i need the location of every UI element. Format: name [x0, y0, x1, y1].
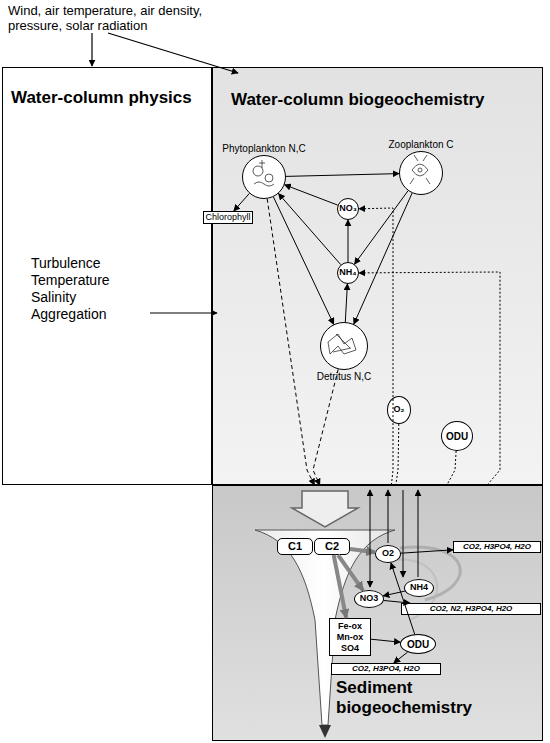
plankton-circle: Phytoplankton N,C	[242, 155, 286, 199]
node-text: CO2, N2, H3PO4, H2O	[430, 605, 513, 614]
node-text: ODU	[407, 639, 429, 650]
physics-panel: Water-column physicsTurbulenceTemperatur…	[2, 67, 212, 485]
biogeochemistry-panel: Water-column biogeochemistryPhytoplankto…	[212, 67, 543, 485]
node-text: NO₃	[339, 204, 357, 214]
species-ellipse: NH4	[404, 579, 434, 597]
node-text: Temperature	[31, 272, 110, 289]
node-text: Phytoplankton N,C	[222, 143, 305, 154]
plankton-circle: Zooplankton C	[399, 151, 443, 195]
species-ellipse: NO3	[354, 590, 384, 608]
node-text: ODU	[446, 431, 468, 442]
node-text: NO3	[360, 594, 379, 604]
node-text: O₂	[394, 405, 405, 415]
node-text: Water-column biogeochemistry	[231, 90, 484, 110]
nutrient-circle: NH₄	[337, 262, 359, 284]
carbon-pool: C1	[277, 538, 313, 555]
pigment-box: Chlorophyll	[203, 211, 253, 224]
node-text: Fe-ox Mn-ox SO4	[330, 621, 370, 654]
odu-circle: ODU	[441, 421, 473, 451]
product-box: CO2, H3PO4, H2O	[453, 541, 541, 553]
node-text: Salinity	[31, 289, 76, 306]
nutrient-circle: NO₃	[337, 198, 359, 220]
node-text: CO2, H3PO4, H2O	[463, 543, 531, 552]
node-text: Detritus N,C	[317, 371, 371, 382]
oxygen-circle: O₂	[387, 396, 411, 424]
node-text: Zooplankton C	[388, 139, 453, 150]
node-text: C1	[288, 540, 302, 552]
oxidant-box: Fe-ox Mn-ox SO4	[329, 618, 371, 656]
forcing-arrow	[91, 33, 92, 66]
product-box: CO2, H3PO4, H2O	[331, 663, 441, 675]
species-ellipse: O2	[375, 545, 401, 563]
detritus-circle: Detritus N,C	[320, 322, 368, 370]
forcing-label: Wind, air temperature, air density, pres…	[8, 3, 223, 33]
node-text: Water-column physics	[11, 88, 192, 108]
node-text: Chlorophyll	[205, 213, 250, 223]
node-text: Sediment biogeochemistry	[336, 678, 476, 718]
node-text: C2	[325, 540, 339, 552]
node-text: Aggregation	[31, 306, 107, 323]
node-text: Turbulence	[31, 255, 101, 272]
species-ellipse: ODU	[400, 634, 436, 654]
node-text: NH4	[410, 583, 428, 593]
product-box: CO2, N2, H3PO4, H2O	[401, 603, 541, 615]
node-text: NH₄	[339, 268, 356, 278]
node-text: O2	[382, 549, 394, 559]
carbon-pool: C2	[314, 538, 350, 555]
sediment-panel: Sediment biogeochemistry C1 C2O2NH4NO3Fe-o…	[212, 485, 543, 741]
node-text: CO2, H3PO4, H2O	[352, 665, 420, 674]
